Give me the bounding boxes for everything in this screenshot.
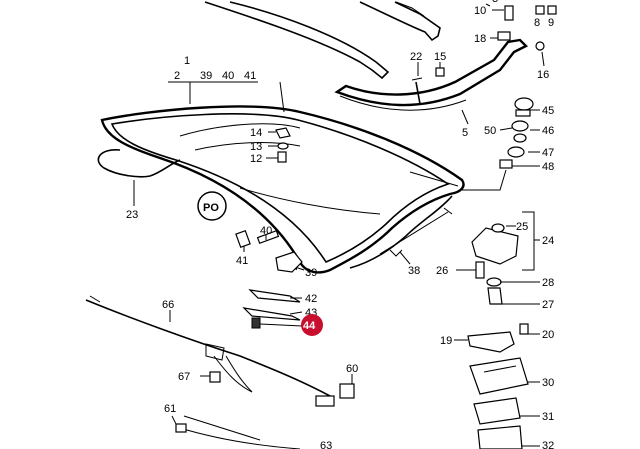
label-42: 42 [305, 293, 317, 305]
rear-seal-38 [349, 195, 453, 269]
label-61: 61 [164, 403, 176, 415]
label-9: 9 [548, 17, 554, 29]
svg-text:PO: PO [203, 202, 219, 214]
hardware-cluster-top-right [435, 5, 557, 169]
label-19: 19 [440, 335, 452, 347]
label-40: 40 [260, 225, 272, 237]
label-26: 26 [436, 265, 448, 277]
label-44[interactable]: 44 [303, 320, 316, 332]
label-20: 20 [542, 329, 554, 341]
label-32: 32 [542, 440, 554, 449]
label-31: 31 [542, 411, 554, 423]
label-39: 39 [305, 267, 317, 279]
label-40-header: 40 [222, 70, 234, 82]
seal-strip-3 [204, 1, 441, 80]
rear-molding-5 [334, 38, 529, 111]
label-25: 25 [516, 221, 528, 233]
hardware-24-32 [467, 223, 529, 449]
label-14: 14 [250, 127, 262, 139]
label-27: 27 [542, 299, 554, 311]
label-48: 48 [542, 161, 554, 173]
label-22: 22 [410, 51, 422, 63]
label-8: 8 [534, 17, 540, 29]
label-24: 24 [542, 235, 554, 247]
part-22 [411, 77, 423, 105]
label-38: 38 [408, 265, 420, 277]
engine-lid-frame [100, 105, 465, 274]
label-1: 1 [184, 55, 190, 67]
logo-badge: PO [197, 191, 227, 221]
lock-assembly [235, 229, 303, 329]
label-13: 13 [250, 141, 262, 153]
lid-seal-23 [97, 149, 181, 178]
label-67: 67 [178, 371, 190, 383]
label-10: 10 [474, 5, 486, 17]
cable-66 [85, 295, 355, 449]
header-label-group: 1 2 39 40 41 [174, 55, 256, 82]
highlight-callout-44[interactable]: 44 [301, 314, 323, 336]
part-labels: 5 10 8 9 18 15 22 16 45 50 46 47 48 14 1… [126, 0, 554, 449]
label-45: 45 [542, 105, 554, 117]
label-60: 60 [346, 363, 358, 375]
label-47: 47 [542, 147, 554, 159]
label-18: 18 [474, 33, 486, 45]
label-23: 23 [126, 209, 138, 221]
label-41-header: 41 [244, 70, 256, 82]
label-46: 46 [542, 125, 554, 137]
label-28: 28 [542, 277, 554, 289]
leader-lines [133, 3, 545, 447]
label-15: 15 [434, 51, 446, 63]
label-63: 63 [320, 440, 332, 449]
label-12: 12 [250, 153, 262, 165]
hardware-12-14 [275, 127, 291, 163]
label-16: 16 [537, 69, 549, 81]
label-41: 41 [236, 255, 248, 267]
label-30: 30 [542, 377, 554, 389]
label-5: 5 [462, 127, 468, 139]
label-66: 66 [162, 299, 174, 311]
label-50: 50 [484, 125, 496, 137]
label-3: 3 [492, 0, 498, 5]
label-2: 2 [174, 70, 180, 82]
label-39-header: 39 [200, 70, 212, 82]
